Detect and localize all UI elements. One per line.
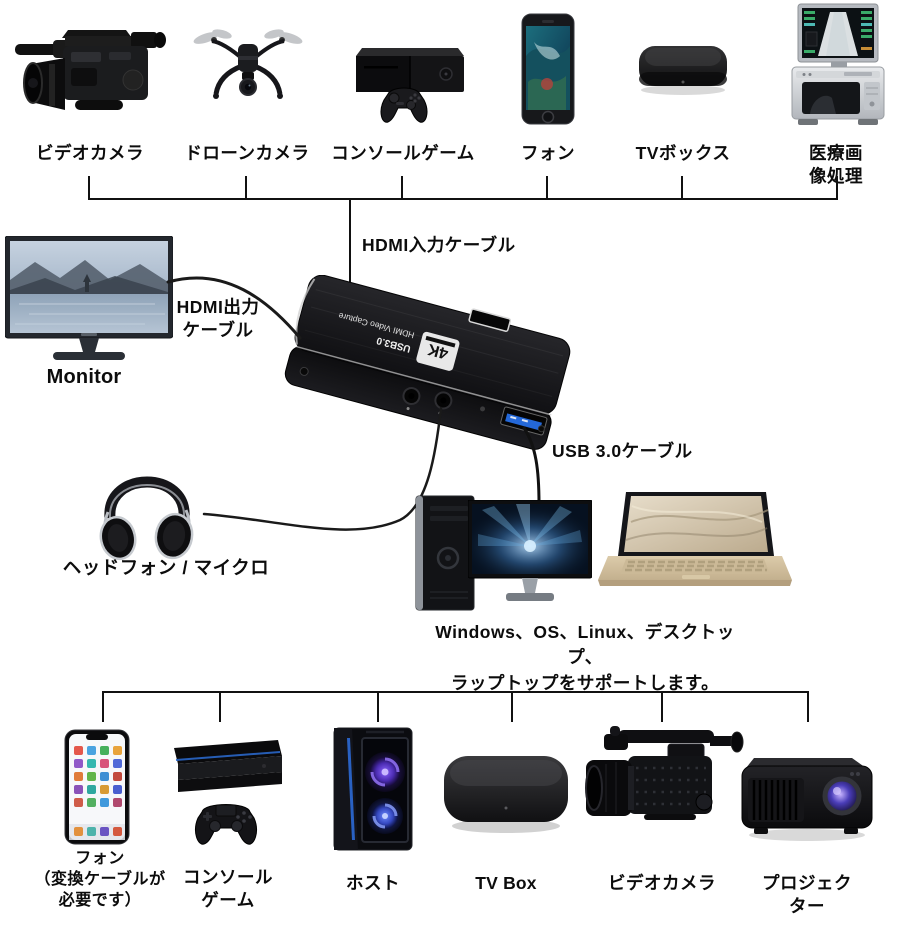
- bottom-connector-stem-3: [377, 691, 379, 722]
- bottom-connector-stem-6: [807, 691, 809, 722]
- monitor-label: Monitor: [46, 366, 122, 388]
- medical-imaging-icon: [782, 2, 894, 128]
- pro-video-camera-icon: [13, 18, 168, 128]
- camcorder-icon: [584, 724, 744, 846]
- top-device-label-3: コンソールゲーム: [331, 143, 475, 163]
- hdmi-input-drop-line: [349, 198, 351, 286]
- ps4-console-icon: [164, 726, 288, 850]
- hdmi-output-cable-label: HDMI出力 ケーブル: [176, 297, 260, 341]
- iphone-x-icon: [62, 728, 132, 846]
- top-device-label-4: フォン: [521, 143, 575, 163]
- bottom-connector-stem-4: [511, 691, 513, 722]
- capture-device-icon: 4K USB3.0 HDMI Video Capture: [270, 275, 585, 460]
- laptop-icon: [596, 492, 794, 604]
- bottom-connector-hline: [102, 691, 809, 693]
- top-device-label-5: TVボックス: [635, 143, 731, 163]
- drone-camera-icon: [192, 26, 304, 118]
- bottom-device-label-4: TV Box: [475, 873, 537, 893]
- desktop-monitor-icon: [468, 500, 592, 604]
- svg-text:4K: 4K: [426, 340, 451, 362]
- hdmi-input-cable-label: HDMI入力ケーブル: [362, 235, 516, 255]
- top-connector-stem-6: [836, 176, 838, 199]
- headphone-cable-line: [202, 406, 443, 531]
- usb3-port: [500, 406, 548, 436]
- game-console-icon: [338, 36, 466, 130]
- hdmi-output-cable-line: [166, 276, 302, 340]
- desktop-tower-icon: [414, 494, 476, 612]
- top-connector-stem-3: [401, 176, 403, 199]
- bottom-device-label-1: フォン （変換ケーブルが 必要です）: [34, 850, 166, 910]
- top-connector-hline: [88, 198, 838, 200]
- bottom-device-label-6: プロジェクター: [762, 873, 852, 917]
- top-connector-stem-5: [681, 176, 683, 199]
- top-device-label-1: ビデオカメラ: [36, 143, 144, 163]
- usb-cable-label: USB 3.0ケーブル: [552, 441, 693, 461]
- bottom-device-label-2: コンソール ゲーム: [183, 867, 273, 911]
- top-connector-stem-1: [88, 176, 90, 199]
- top-device-label-6: 医療画像処理: [809, 143, 863, 187]
- gaming-pc-icon: [330, 724, 416, 854]
- usb-cable-line: [522, 426, 541, 506]
- bottom-device-label-5: ビデオカメラ: [608, 873, 716, 893]
- support-text: Windows、OS、Linux、デスクトップ、 ラップトップをサポートします。: [435, 622, 735, 693]
- smartphone-icon: [516, 12, 580, 126]
- bottom-device-label-3: ホスト: [346, 873, 400, 893]
- bottom-connector-stem-2: [219, 691, 221, 722]
- bottom-connector-stem-5: [661, 691, 663, 722]
- bottom-connector-stem-1: [102, 691, 104, 722]
- top-device-label-2: ドローンカメラ: [184, 143, 310, 163]
- headphone-mic-label: ヘッドフォン / マイクロ: [62, 557, 270, 578]
- headphones-icon: [88, 456, 206, 566]
- tv-box-bottom-icon: [436, 750, 576, 836]
- monitor-icon: [5, 236, 173, 366]
- projector-icon: [740, 750, 874, 844]
- top-connector-stem-2: [245, 176, 247, 199]
- tv-box-icon: [627, 38, 739, 98]
- top-connector-stem-4: [546, 176, 548, 199]
